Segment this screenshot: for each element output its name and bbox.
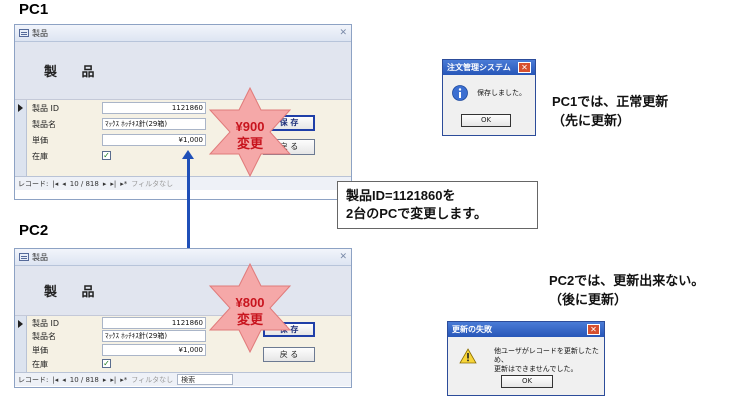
record-position[interactable]: 10 / 818: [69, 179, 99, 188]
pc2-window-title: 製品: [32, 252, 48, 262]
pc1-price-change-star: [208, 86, 292, 178]
first-record-icon[interactable]: |◂: [52, 375, 59, 384]
new-record-icon[interactable]: ▸*: [120, 179, 128, 188]
record-position[interactable]: 10 / 818: [69, 375, 99, 384]
pc2-form-header: 製 品: [15, 266, 351, 316]
pc2-form-body: 製品 ID 1121860 製品名 ﾏｯｸｽ ﾎｯﾁｷｽ針(29箱) 単価 ¥1…: [15, 316, 351, 372]
pc2-new-price: ¥800: [235, 295, 265, 310]
pc2-price-change-star: [208, 262, 292, 354]
filter-status[interactable]: フィルタなし: [131, 179, 174, 188]
search-input[interactable]: 検索: [177, 374, 234, 385]
ok-button[interactable]: OK: [501, 375, 553, 388]
pc1-label: PC1: [19, 1, 49, 18]
update-failed-dialog: 更新の失敗 ✕ 他ユーザがレコードを更新したため、 更新はできませんでした。 O…: [447, 321, 605, 396]
close-icon[interactable]: ✕: [339, 28, 347, 38]
pc2-star-text: ¥800 変更: [206, 294, 294, 328]
callout-line-2: 2台のPCで変更します。: [346, 206, 487, 221]
unit-price-label: 単価: [32, 346, 48, 355]
prev-record-icon[interactable]: ◂: [62, 375, 66, 384]
record-label: レコード:: [18, 179, 49, 188]
unit-price-label: 単価: [32, 136, 48, 145]
double-arrow-line: [187, 156, 190, 339]
stock-checkbox[interactable]: ✓: [102, 151, 111, 160]
pc1-window-title: 製品: [32, 28, 48, 38]
warning-icon: [459, 348, 477, 364]
product-name-label: 製品名: [32, 120, 56, 129]
record-selector[interactable]: [15, 316, 27, 372]
pc2-form-heading: 製 品: [44, 285, 105, 300]
dialog-title-bar: 注文管理システム ✕: [443, 60, 535, 75]
close-icon[interactable]: ✕: [518, 62, 531, 73]
callout-line-1: 製品ID=1121860を: [346, 188, 456, 203]
success-note-line-2: （先に更新）: [552, 113, 631, 128]
success-note-line-1: PC1では、正常更新: [552, 94, 669, 109]
product-id-field[interactable]: 1121860: [102, 102, 206, 114]
product-name-field[interactable]: ﾏｯｸｽ ﾎｯﾁｷｽ針(29箱): [102, 330, 206, 342]
pc2-change-label: 変更: [236, 312, 263, 327]
dialog-message: 保存しました。: [477, 89, 526, 97]
dialog-title: 更新の失敗: [452, 325, 492, 334]
pc1-form-header: 製 品: [15, 42, 351, 100]
filter-status[interactable]: フィルタなし: [131, 375, 174, 384]
pc1-form-heading: 製 品: [44, 65, 105, 80]
dialog-title: 注文管理システム: [447, 63, 511, 72]
pc1-change-label: 変更: [236, 136, 263, 151]
pc1-record-nav: レコード: |◂ ◂ 10 / 818 ▸ ▸| ▸* フィルタなし: [15, 176, 351, 190]
record-selector[interactable]: [15, 100, 27, 176]
product-name-field[interactable]: ﾏｯｸｽ ﾎｯﾁｷｽ針(29箱): [102, 118, 206, 130]
next-record-icon[interactable]: ▸: [102, 179, 107, 188]
pc1-title-bar: 製品 ✕: [15, 25, 351, 42]
unit-price-field[interactable]: ¥1,000: [102, 344, 206, 356]
pc1-window: 製品 ✕ 製 品 製品 ID 1121860 製品名 ﾏｯｸｽ ﾎｯﾁｷｽ針(2…: [14, 24, 352, 200]
stock-label: 在庫: [32, 360, 48, 369]
pc2-title-bar: 製品 ✕: [15, 249, 351, 266]
arrow-up-icon: [182, 150, 194, 159]
success-note: PC1では、正常更新 （先に更新）: [552, 92, 668, 130]
save-success-dialog: 注文管理システム ✕ 保存しました。 OK: [442, 59, 536, 136]
failure-note-line-2: （後に更新）: [549, 292, 628, 307]
stock-label: 在庫: [32, 152, 48, 161]
last-record-icon[interactable]: ▸|: [110, 179, 117, 188]
info-icon: [452, 85, 468, 101]
last-record-icon[interactable]: ▸|: [110, 375, 117, 384]
back-button[interactable]: 戻 る: [263, 347, 315, 362]
product-id-field[interactable]: 1121860: [102, 317, 206, 329]
dialog-message-line-1: 他ユーザがレコードを更新したため、: [494, 347, 599, 364]
product-id-label: 製品 ID: [32, 319, 60, 328]
pc1-form-body: 製品 ID 1121860 製品名 ﾏｯｸｽ ﾎｯﾁｷｽ針(29箱) 単価 ¥1…: [15, 100, 351, 176]
form-icon: [19, 29, 29, 37]
new-record-icon[interactable]: ▸*: [120, 375, 128, 384]
dialog-message-line-2: 更新はできませんでした。: [494, 365, 578, 373]
explanation-callout: 製品ID=1121860を 2台のPCで変更します。: [337, 181, 538, 229]
failure-note-line-1: PC2では、更新出来ない。: [549, 273, 705, 288]
pc2-window: 製品 ✕ 製 品 製品 ID 1121860 製品名 ﾏｯｸｽ ﾎｯﾁｷｽ針(2…: [14, 248, 352, 388]
dialog-message: 他ユーザがレコードを更新したため、 更新はできませんでした。: [494, 347, 604, 374]
close-icon[interactable]: ✕: [339, 252, 347, 262]
prev-record-icon[interactable]: ◂: [62, 179, 66, 188]
product-name-label: 製品名: [32, 332, 56, 341]
pc2-label: PC2: [19, 222, 49, 239]
stock-checkbox[interactable]: ✓: [102, 359, 111, 368]
record-label: レコード:: [18, 375, 49, 384]
pc2-record-nav: レコード: |◂ ◂ 10 / 818 ▸ ▸| ▸* フィルタなし 検索: [15, 372, 351, 386]
form-icon: [19, 253, 29, 261]
next-record-icon[interactable]: ▸: [102, 375, 107, 384]
close-icon[interactable]: ✕: [587, 324, 600, 335]
pc1-star-text: ¥900 変更: [206, 118, 294, 152]
pc1-new-price: ¥900: [235, 119, 265, 134]
unit-price-field[interactable]: ¥1,000: [102, 134, 206, 146]
dialog-title-bar: 更新の失敗 ✕: [448, 322, 604, 337]
first-record-icon[interactable]: |◂: [52, 179, 59, 188]
failure-note: PC2では、更新出来ない。 （後に更新）: [549, 271, 704, 309]
ok-button[interactable]: OK: [461, 114, 511, 127]
product-id-label: 製品 ID: [32, 104, 60, 113]
